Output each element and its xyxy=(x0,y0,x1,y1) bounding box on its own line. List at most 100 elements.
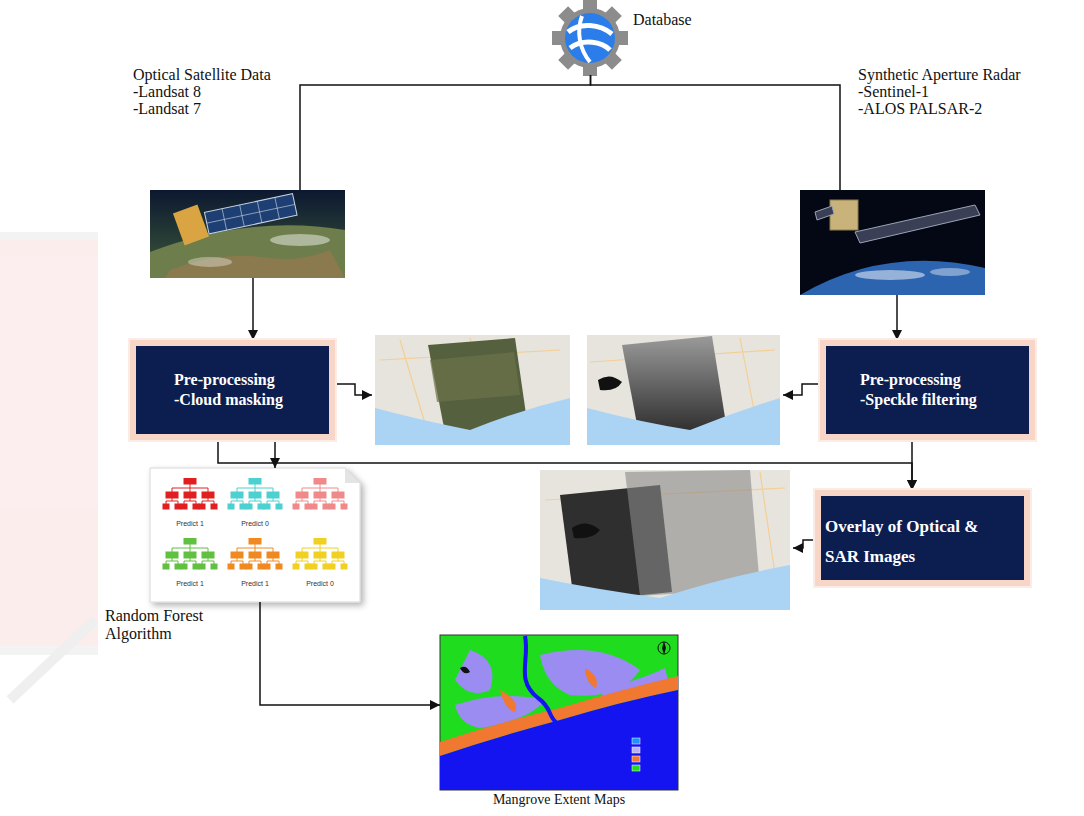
watermark-part xyxy=(0,645,98,655)
process-box: Pre-processing-Speckle filtering xyxy=(820,340,1035,440)
text-group: Optical Satellite Data-Landsat 8-Landsat… xyxy=(133,66,333,117)
flow-arrow xyxy=(911,440,913,490)
flow-arrow xyxy=(896,295,898,340)
optical-scene-map-part xyxy=(430,352,520,402)
database-icon-part xyxy=(570,42,610,50)
preview-arrow-part xyxy=(793,540,815,548)
sar-satellite-picture-part xyxy=(800,261,985,295)
optical-satellite-picture xyxy=(150,190,345,278)
node-label: Synthetic Aperture Radar xyxy=(858,66,1068,83)
text-group: Mangrove Extent Maps xyxy=(430,792,688,808)
random-forest-picture-part xyxy=(150,468,360,602)
overlay-scene-map-part xyxy=(572,523,600,538)
node-label: Pre-processing xyxy=(860,370,1025,390)
node-label: -Speckle filtering xyxy=(860,390,1025,410)
mangrove-map-part xyxy=(632,738,640,744)
sar-satellite-picture-part xyxy=(855,270,925,280)
node-label: Optical Satellite Data xyxy=(133,66,333,83)
random-forest-picture xyxy=(150,468,360,602)
node-label: -ALOS PALSAR-2 xyxy=(858,100,1068,117)
mangrove-map-part xyxy=(585,668,597,688)
tree-label: Predict 1 xyxy=(165,580,215,588)
optical-scene-map-part xyxy=(375,398,570,445)
watermark-part xyxy=(0,240,98,645)
watermark xyxy=(0,232,98,700)
database-icon: Database xyxy=(553,3,628,75)
satellite-image: Synthetic Aperture Radar-Sentinel-1-ALOS… xyxy=(800,190,985,295)
random-forest-picture-part xyxy=(293,478,347,509)
random-forest-picture-part xyxy=(163,478,217,509)
text-group: Synthetic Aperture Radar-Sentinel-1-ALOS… xyxy=(858,66,1068,117)
overlay-scene-map-part xyxy=(540,565,790,610)
node-label: -Sentinel-1 xyxy=(858,83,1068,100)
preview-arrow-part xyxy=(335,384,372,395)
watermark-part xyxy=(10,620,95,700)
random-forest-picture-part xyxy=(293,538,347,569)
optical-satellite-picture-part xyxy=(165,250,345,278)
mangrove-map-part xyxy=(525,636,556,722)
text-group: Pre-processing-Cloud masking xyxy=(174,370,324,410)
optical-satellite-picture-part-part xyxy=(204,194,297,234)
sar-scene-map-part xyxy=(587,398,780,445)
mangrove-map-part xyxy=(500,690,516,712)
mangrove-map-part xyxy=(440,690,678,790)
mangrove-map-part xyxy=(440,635,678,790)
mangrove-map-part xyxy=(662,641,666,655)
flow-arrow xyxy=(274,440,276,468)
flow-arrow xyxy=(300,75,591,190)
flow-arrow xyxy=(591,75,841,190)
mangrove-map-part xyxy=(632,756,640,762)
database-icon-part xyxy=(568,25,612,34)
sar-satellite-picture-part xyxy=(830,200,858,230)
sar-scene-map-part xyxy=(587,335,780,445)
flow-arrow xyxy=(260,602,440,705)
random-forest-picture-part xyxy=(228,538,282,569)
database-icon xyxy=(552,0,628,76)
mangrove-map-part xyxy=(632,765,640,771)
node-label: Pre-processing xyxy=(174,370,324,390)
node-label: Random Forest Algorithm xyxy=(105,607,230,643)
preview-arrow xyxy=(335,384,820,548)
flow-arrow xyxy=(218,440,912,490)
database-icon-part-part xyxy=(560,8,620,68)
process-box: Pre-processing-Cloud masking xyxy=(130,340,335,440)
mangrove-map-part xyxy=(460,667,470,674)
flow-arrow xyxy=(252,278,254,340)
optical-satellite-picture-part xyxy=(173,205,209,246)
optical-satellite-picture-part xyxy=(150,190,345,278)
tree-label: Predict 1 xyxy=(230,580,280,588)
optical-satellite-picture-part xyxy=(270,234,330,246)
optical-satellite-picture-part xyxy=(204,194,297,234)
node-label: -Landsat 8 xyxy=(133,83,333,100)
mangrove-map-part xyxy=(455,650,493,693)
sar-scene-map-part xyxy=(598,376,622,390)
random-forest-picture-part xyxy=(228,478,282,509)
node-label: Database xyxy=(633,11,743,29)
database-icon-part xyxy=(552,0,628,76)
optical-scene-map-part xyxy=(375,335,570,445)
random-forest-picture-part xyxy=(345,468,360,483)
sar-satellite-picture-part xyxy=(800,190,985,295)
text-group: Random Forest Algorithm xyxy=(105,607,230,643)
map-image: Mangrove Extent Maps xyxy=(440,635,678,790)
database-icon-part xyxy=(565,13,615,63)
sar-satellite-picture-part xyxy=(930,268,970,276)
tree-label: Predict 1 xyxy=(165,520,215,528)
mangrove-map xyxy=(440,635,678,790)
node-label: Overlay of Optical & SAR Images xyxy=(825,512,1015,572)
database-icon-part xyxy=(579,16,590,62)
node-label: Mangrove Extent Maps xyxy=(430,792,688,808)
watermark-part xyxy=(0,232,98,240)
overlay-scene-map-part xyxy=(540,470,790,610)
text-group: Database xyxy=(633,11,743,29)
satellite-image: Optical Satellite Data-Landsat 8-Landsat… xyxy=(150,190,345,278)
tree-label: Predict 0 xyxy=(230,520,280,528)
tree-label: Predict 0 xyxy=(295,580,345,588)
text-group: Pre-processing-Speckle filtering xyxy=(860,370,1025,410)
sar-satellite-picture xyxy=(800,190,985,295)
preview-arrow-part xyxy=(783,384,820,395)
optical-satellite-picture-part-part xyxy=(204,194,297,234)
node-label: -Landsat 7 xyxy=(133,100,333,117)
